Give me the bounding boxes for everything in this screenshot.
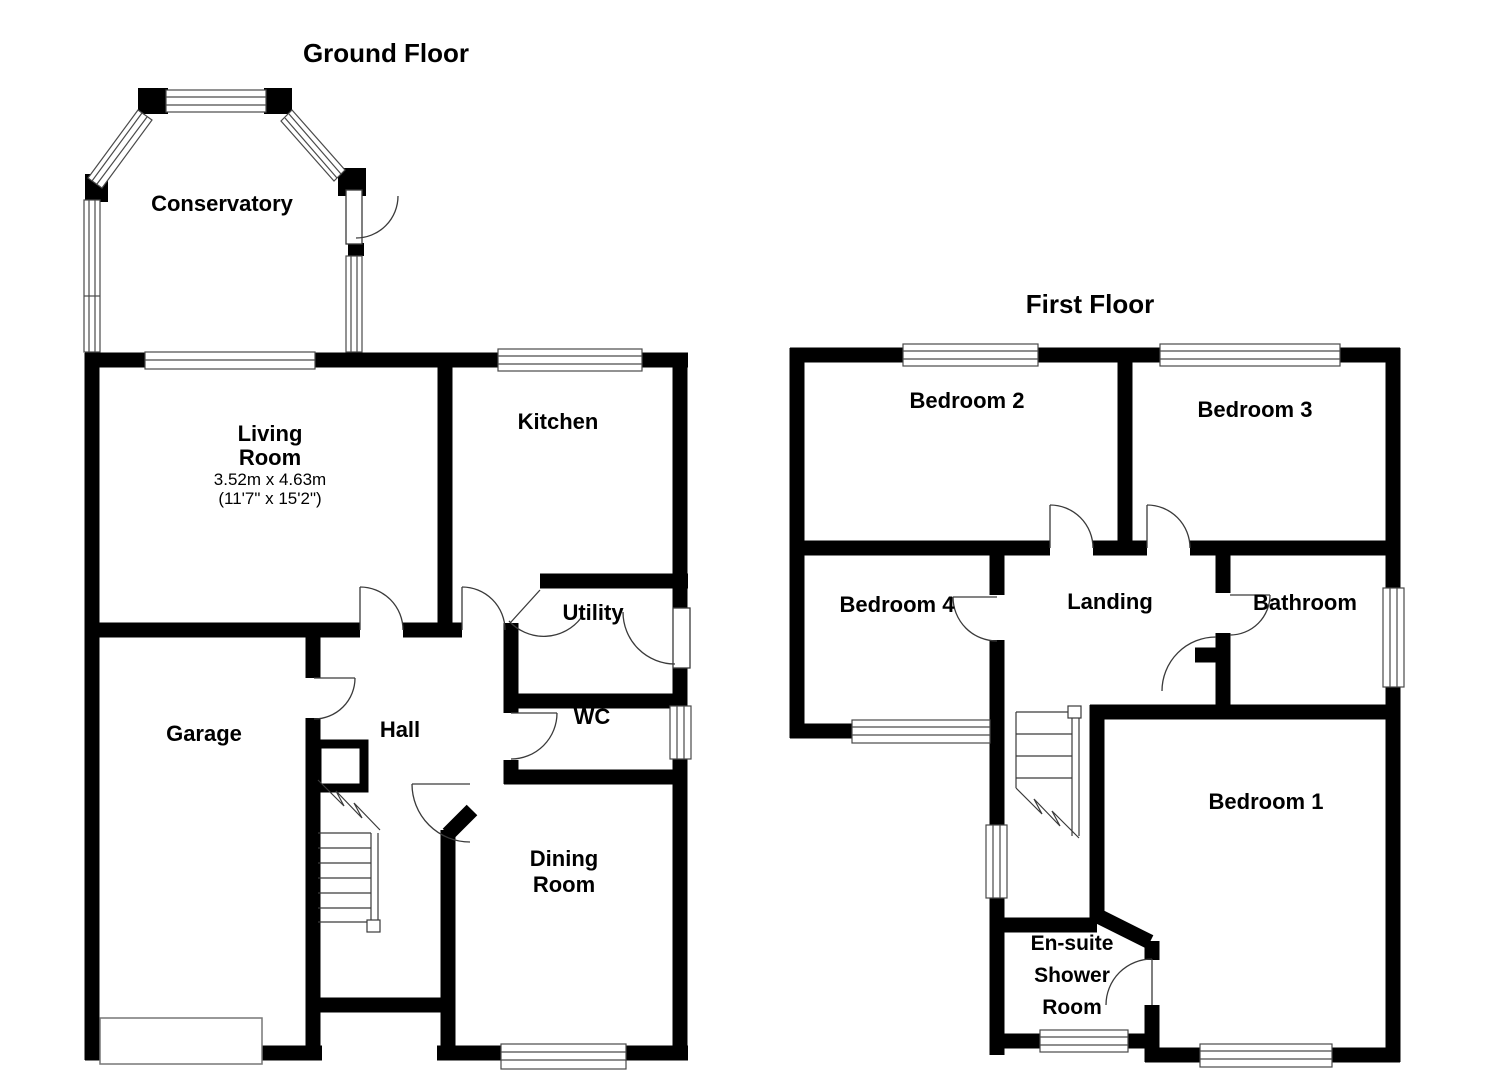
- bathroom-window: [1382, 587, 1405, 688]
- ground-floor-stairs: [317, 779, 381, 933]
- first-floor-title: First Floor: [1026, 289, 1155, 319]
- living-room-label-line2: Room: [239, 445, 301, 470]
- kitchen-window: [497, 348, 643, 372]
- gf-inner-walls: [92, 353, 688, 1060]
- wc-window: [669, 705, 692, 760]
- landing-stair-window: [985, 824, 1008, 899]
- ensuite-door: [1105, 958, 1153, 1006]
- ff-inner-walls: [790, 355, 1400, 949]
- ensuite-window: [1039, 1029, 1129, 1053]
- ensuite-label-line3: Room: [1042, 996, 1102, 1019]
- garage-door: [99, 1017, 263, 1065]
- understairs-cupboard: [312, 739, 369, 793]
- wc-door: [510, 712, 558, 760]
- kitchen-label: Kitchen: [518, 409, 599, 434]
- ensuite-label-line1: En-suite: [1031, 932, 1114, 955]
- bathroom-door: [1229, 594, 1271, 636]
- first-floor-windows: [851, 343, 1405, 1068]
- wc-label: WC: [574, 704, 611, 729]
- garage-label: Garage: [166, 721, 242, 746]
- bedroom2-window: [902, 343, 1039, 367]
- dining-room-label-line1: Dining: [530, 846, 598, 871]
- utility-exterior-door: [622, 607, 691, 669]
- living-room-dims-metric: 3.52m x 4.63m: [214, 470, 326, 489]
- landing-label: Landing: [1067, 589, 1153, 614]
- conservatory-label: Conservatory: [151, 191, 294, 216]
- dining-window: [500, 1043, 627, 1070]
- dining-door: [411, 783, 471, 843]
- conservatory-windows: [83, 89, 363, 353]
- bedroom3-window: [1159, 343, 1341, 367]
- landing-cupboard-door: [1161, 636, 1217, 692]
- utility-inner-door: [508, 589, 582, 637]
- conservatory-corner-blocks: [85, 88, 366, 256]
- living-room-label-line1: Living: [238, 421, 303, 446]
- garage-hall-door: [313, 677, 356, 720]
- bedroom4-door: [952, 596, 998, 642]
- ground-floor-doors: [313, 189, 691, 843]
- ground-floor-title: Ground Floor: [303, 38, 469, 68]
- first-floor-plan: First Floor Bedroom 2 Bedroom 3 Bedroom …: [789, 289, 1405, 1068]
- bedroom1-label: Bedroom 1: [1209, 789, 1324, 814]
- bedroom2-door: [1049, 504, 1094, 549]
- conservatory-right-window: [345, 255, 363, 353]
- first-floor-stairs: [1015, 705, 1082, 839]
- living-room-dims-imperial: (11'7" x 15'2"): [218, 489, 321, 508]
- bathroom-label: Bathroom: [1253, 590, 1357, 615]
- bedroom4-label: Bedroom 4: [840, 592, 956, 617]
- bedroom1-window: [1199, 1043, 1333, 1068]
- bedroom3-label: Bedroom 3: [1198, 397, 1313, 422]
- living-room-opening-sill: [144, 351, 316, 370]
- kitchen-door: [461, 586, 506, 631]
- bedroom4-window: [851, 719, 991, 744]
- living-room-door: [359, 586, 404, 631]
- first-floor-doors: [952, 504, 1271, 1006]
- ground-floor-plan: Ground Floor Conservatory Living Room 3.…: [83, 38, 692, 1070]
- utility-label: Utility: [562, 600, 624, 625]
- ensuite-label-line2: Shower: [1034, 964, 1110, 987]
- bedroom2-label: Bedroom 2: [910, 388, 1025, 413]
- conservatory-left-window: [83, 199, 101, 353]
- hall-label: Hall: [380, 717, 420, 742]
- conservatory-top-window: [165, 89, 267, 113]
- dining-room-label-line2: Room: [533, 872, 595, 897]
- bedroom3-door: [1146, 504, 1191, 549]
- conservatory-exterior-door: [345, 189, 399, 245]
- conservatory-left-diagonal-window: [87, 109, 153, 189]
- conservatory-right-diagonal-window: [280, 109, 346, 182]
